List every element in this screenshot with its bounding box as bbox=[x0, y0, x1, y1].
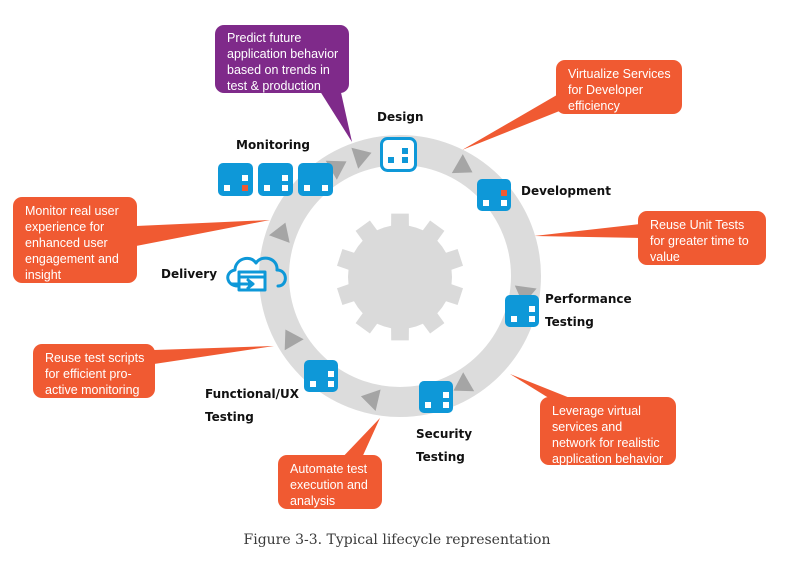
callout-line: enhanced user bbox=[25, 236, 108, 250]
callout-line: network for realistic bbox=[552, 436, 660, 450]
monitoring-icon-1 bbox=[218, 163, 253, 196]
callout-line: for Developer bbox=[568, 83, 644, 97]
callout-line: efficiency bbox=[568, 99, 620, 113]
callout-line: Automate test bbox=[290, 462, 368, 476]
stage-label-performance-line2: Testing bbox=[545, 315, 594, 329]
callout-line: analysis bbox=[290, 494, 336, 508]
callout-predict: Predict future application behavior base… bbox=[215, 25, 349, 93]
callout-line: Reuse test scripts bbox=[45, 351, 145, 365]
callout-line: value bbox=[650, 250, 680, 264]
stage-label-performance-line1: Performance bbox=[545, 292, 632, 306]
delivery-cloud-icon bbox=[226, 256, 287, 292]
pointer-leverage bbox=[510, 374, 575, 400]
stage-label-functional-line2: Testing bbox=[205, 410, 254, 424]
callout-line: application behavior bbox=[227, 47, 339, 61]
callout-line: application behavior bbox=[552, 452, 664, 466]
pointer-reuse-unit bbox=[534, 224, 640, 238]
callout-line: execution and bbox=[290, 478, 368, 492]
development-icon bbox=[477, 179, 511, 211]
ring-arrows bbox=[269, 147, 537, 411]
callout-line: Monitor real user bbox=[25, 204, 119, 218]
stage-label-functional-line1: Functional/UX bbox=[205, 387, 300, 401]
stage-label-design: Design bbox=[377, 110, 424, 124]
stage-label-security-line1: Security bbox=[416, 427, 473, 441]
monitoring-icon-2 bbox=[258, 163, 293, 196]
pointer-reuse-scripts bbox=[154, 346, 274, 364]
callout-line: based on trends in bbox=[227, 63, 330, 77]
ring-arrow-icon bbox=[284, 329, 304, 351]
stage-label-performance: Performance Testing bbox=[545, 288, 632, 334]
gear-icon bbox=[337, 213, 463, 341]
callout-leverage: Leverage virtual services and network fo… bbox=[540, 397, 676, 466]
ring-arrow-icon bbox=[514, 285, 537, 305]
callout-line: for efficient pro- bbox=[45, 367, 132, 381]
ring-arrow-icon bbox=[453, 372, 475, 392]
stage-label-security: Security Testing bbox=[416, 423, 472, 469]
callout-line: active monitoring bbox=[45, 383, 140, 397]
callout-line: Predict future bbox=[227, 31, 302, 45]
pointer-predict bbox=[318, 88, 352, 142]
callout-reuse-unit-tests: Reuse Unit Tests for greater time to val… bbox=[638, 211, 766, 265]
callout-line: Reuse Unit Tests bbox=[650, 218, 745, 232]
stage-label-delivery: Delivery bbox=[161, 267, 218, 281]
performance-testing-icon bbox=[505, 295, 539, 327]
callout-monitor-real-user: Monitor real user experience for enhance… bbox=[13, 197, 137, 283]
gear-shape bbox=[337, 213, 463, 341]
stage-label-functional: Functional/UX Testing bbox=[205, 383, 299, 429]
callout-virtualize: Virtualize Services for Developer effici… bbox=[556, 60, 682, 114]
callout-line: experience for bbox=[25, 220, 105, 234]
ring-arrow-icon bbox=[360, 389, 381, 411]
functional-ux-testing-icon bbox=[304, 360, 338, 392]
callout-reuse-scripts: Reuse test scripts for efficient pro- ac… bbox=[33, 344, 155, 398]
callout-line: for greater time to bbox=[650, 234, 749, 248]
callout-line: insight bbox=[25, 268, 62, 282]
callout-line: engagement and bbox=[25, 252, 119, 266]
ring-arrow-icon bbox=[351, 147, 372, 169]
design-icon bbox=[380, 137, 417, 172]
ring-arrow-icon bbox=[269, 222, 290, 243]
pointer-virtualize bbox=[462, 92, 572, 150]
pointer-monitor-real bbox=[136, 220, 270, 246]
stage-label-development: Development bbox=[521, 184, 611, 198]
pointer-automate bbox=[338, 418, 380, 462]
callout-line: services and bbox=[552, 420, 623, 434]
security-testing-icon bbox=[419, 381, 453, 413]
callout-automate: Automate test execution and analysis bbox=[278, 455, 382, 509]
monitoring-icon-3 bbox=[298, 163, 333, 196]
figure-caption: Figure 3-3. Typical lifecycle representa… bbox=[243, 532, 551, 548]
callout-line: Leverage virtual bbox=[552, 404, 641, 418]
callout-line: test & production bbox=[227, 79, 321, 93]
ring-arrow-icon bbox=[451, 154, 473, 174]
callout-line: Virtualize Services bbox=[568, 67, 671, 81]
stage-label-monitoring: Monitoring bbox=[236, 138, 310, 152]
stage-label-security-line2: Testing bbox=[416, 450, 465, 464]
